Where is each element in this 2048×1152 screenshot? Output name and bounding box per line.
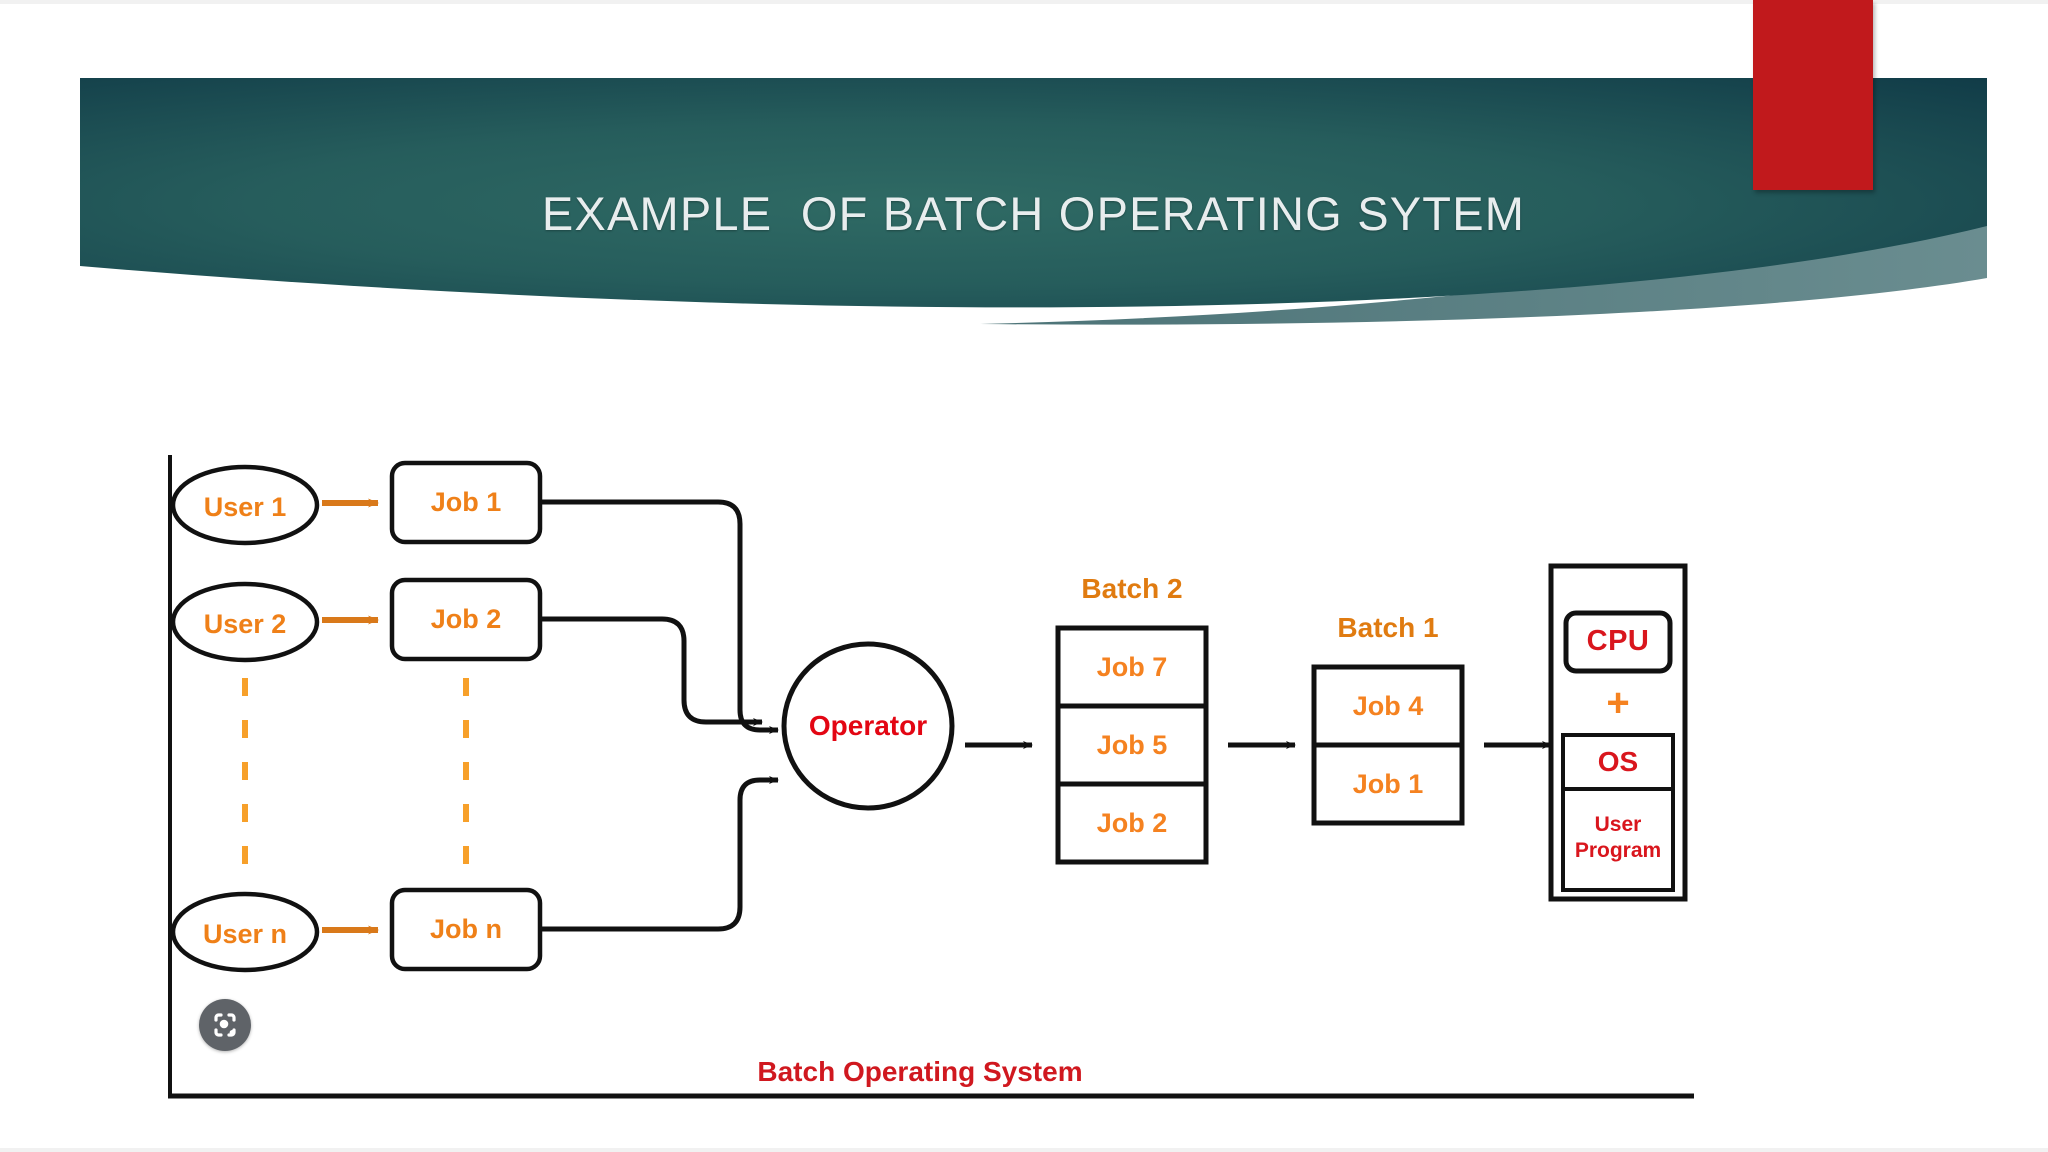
job-label-n: Job n [430, 914, 502, 944]
machine-panel [1548, 563, 1688, 902]
user-to-job-arrows [322, 498, 379, 935]
plus-symbol-label: + [1606, 681, 1630, 725]
user-label-1: User 1 [203, 492, 287, 522]
diagram-caption: Batch Operating System [757, 1056, 1083, 1087]
diagram-axes [168, 455, 1694, 1099]
visual-search-lens-icon[interactable] [199, 999, 251, 1051]
os-label: OS [1597, 746, 1639, 777]
cpu-label: CPU [1586, 625, 1650, 657]
batch1-stack [1311, 664, 1465, 826]
page-title: EXAMPLE OF BATCH OPERATING SYTEM [541, 187, 1526, 240]
user-nodes [170, 464, 320, 973]
batch2-job-1: Job 7 [1096, 652, 1168, 682]
batch1-title: Batch 1 [1337, 612, 1439, 643]
user-ellipse-2 [170, 581, 320, 663]
header-banner [80, 78, 1987, 330]
batch1-job-2: Job 1 [1352, 769, 1424, 799]
batch2-stack [1055, 625, 1209, 865]
red-accent-bar [1753, 0, 1873, 190]
user-ellipse-1 [170, 464, 320, 546]
user-program-label-line1: User [1594, 813, 1642, 836]
user-label-2: User 2 [203, 609, 287, 639]
top-edge-strip [0, 0, 2048, 4]
batch2-job-2: Job 5 [1096, 730, 1168, 760]
batch2-title: Batch 2 [1081, 573, 1183, 604]
user-label-n: User n [202, 919, 288, 949]
operator-circle [781, 641, 955, 811]
bottom-edge-strip [0, 1148, 2048, 1152]
job-label-2: Job 2 [430, 604, 502, 634]
job-nodes [389, 460, 543, 972]
operator-label: Operator [808, 710, 928, 741]
user-ellipse-n [170, 891, 320, 973]
cpu-box [1563, 610, 1673, 674]
job-to-operator-connectors [540, 499, 779, 932]
user-program-label-line2: Program [1574, 839, 1662, 862]
user-program-box [1561, 787, 1675, 892]
job-label-1: Job 1 [430, 487, 502, 517]
batch2-job-3: Job 2 [1096, 808, 1168, 838]
ellipsis-dashes [242, 678, 469, 868]
batch1-job-1: Job 4 [1352, 691, 1424, 721]
